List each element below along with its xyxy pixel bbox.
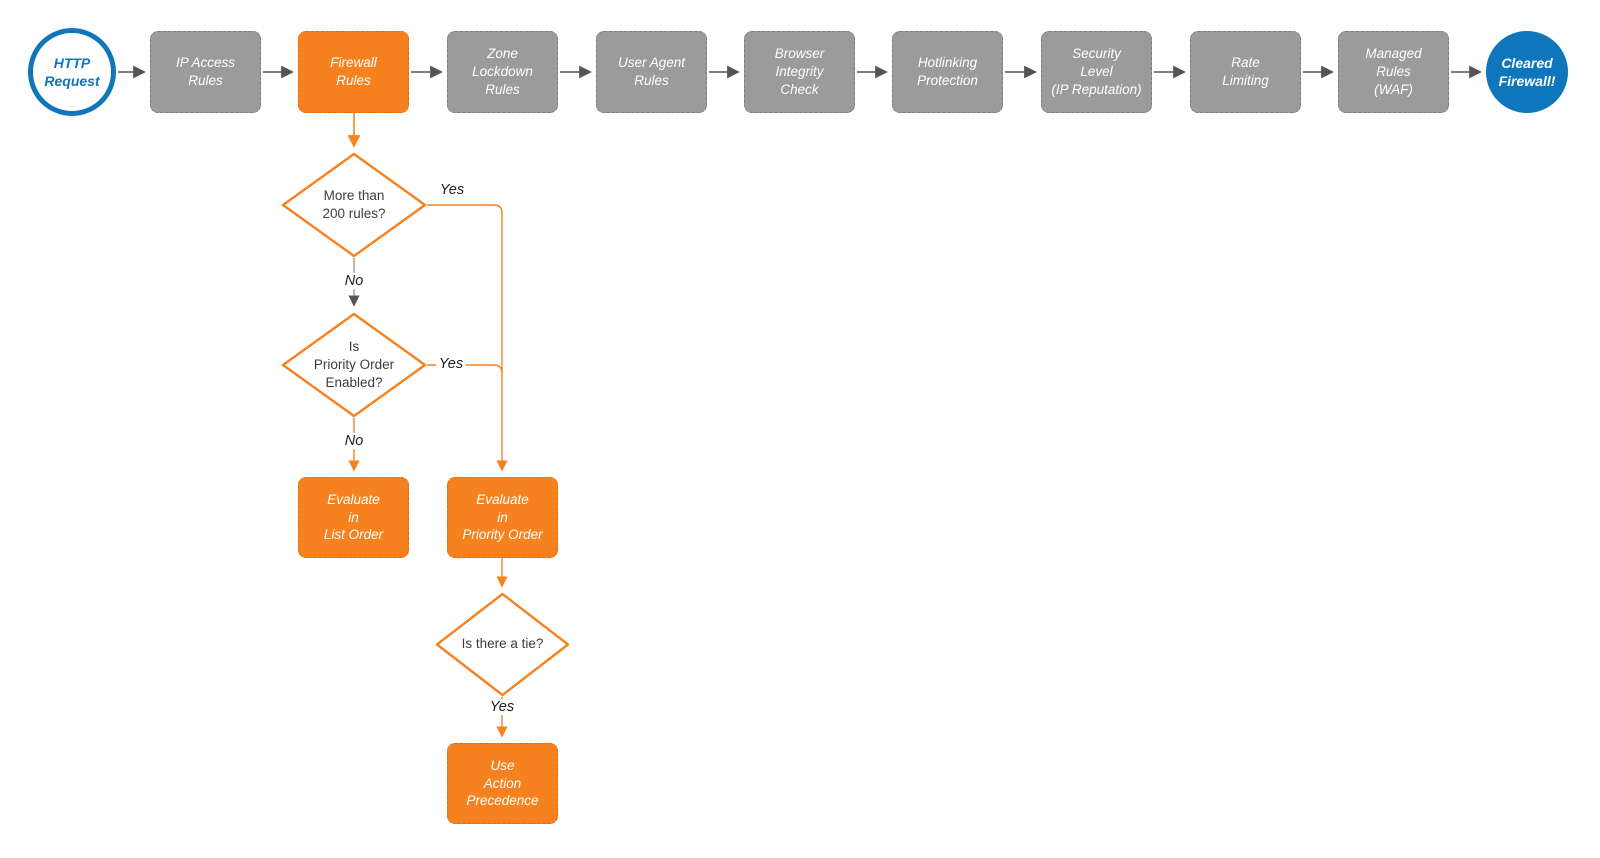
end-node-cleared-firewall: Cleared Firewall! (1486, 31, 1568, 113)
edge-label-yes-rule-count: Yes (436, 182, 468, 198)
decision-is-there-a-tie: Is there a tie? (435, 592, 570, 697)
edge-label-no-priority-enabled: No (341, 433, 367, 449)
action-evaluate-in-priority-order: Evaluate in Priority Order (447, 477, 558, 558)
step-user-agent-rules: User Agent Rules (596, 31, 707, 113)
start-node-http-request: HTTP Request (28, 28, 116, 116)
diamond-shape (281, 312, 427, 418)
diamond-shape (281, 152, 427, 258)
step-firewall-rules: Firewall Rules (298, 31, 409, 113)
step-rate-limiting: Rate Limiting (1190, 31, 1301, 113)
step-managed-rules-waf: Managed Rules (WAF) (1338, 31, 1449, 113)
edge-label-yes-tie: Yes (486, 699, 518, 715)
edge-label-no-rule-count: No (341, 273, 367, 289)
decision-label: More than 200 rules? (322, 187, 386, 221)
action-use-action-precedence: Use Action Precedence (447, 743, 558, 824)
decision-priority-order-enabled: Is Priority Order Enabled? (281, 312, 427, 418)
decision-more-than-200-rules: More than 200 rules? (281, 152, 427, 258)
action-evaluate-in-list-order: Evaluate in List Order (298, 477, 409, 558)
edge-label-yes-priority-enabled: Yes (435, 356, 467, 372)
decision-label: Is Priority Order Enabled? (313, 338, 395, 391)
step-zone-lockdown-rules: Zone Lockdown Rules (447, 31, 558, 113)
decision-label: Is there a tie? (461, 636, 544, 652)
step-ip-access-rules: IP Access Rules (150, 31, 261, 113)
step-security-level: Security Level (IP Reputation) (1041, 31, 1152, 113)
diamond-shape (435, 592, 570, 697)
step-hotlinking-protection: Hotlinking Protection (892, 31, 1003, 113)
step-browser-integrity-check: Browser Integrity Check (744, 31, 855, 113)
